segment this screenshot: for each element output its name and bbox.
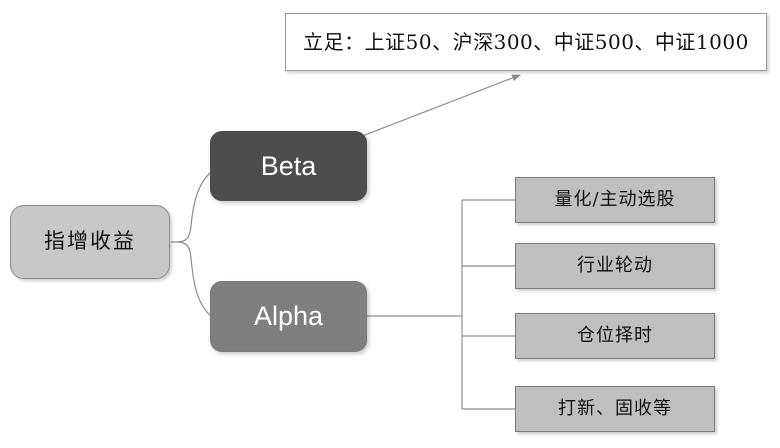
branch-node-alpha[interactable]: Alpha [210, 281, 367, 352]
alpha-child-ipo-fixed-income[interactable]: 打新、固收等 [515, 386, 715, 432]
beta-to-callout-arrow [351, 74, 521, 141]
callout-box-index-basis: 立足：上证50、沪深300、中证500、中证1000 [285, 13, 767, 71]
alpha-tree-connector [367, 199, 515, 410]
alpha-child-quant-active-stock-selection[interactable]: 量化/主动选股 [515, 177, 715, 223]
root-brace-connector [171, 171, 212, 317]
alpha-child-position-timing[interactable]: 仓位择时 [515, 313, 715, 359]
root-node-index-enhanced-return[interactable]: 指增收益 [10, 205, 170, 279]
alpha-child-sector-rotation[interactable]: 行业轮动 [515, 243, 715, 289]
branch-node-beta[interactable]: Beta [210, 131, 367, 201]
